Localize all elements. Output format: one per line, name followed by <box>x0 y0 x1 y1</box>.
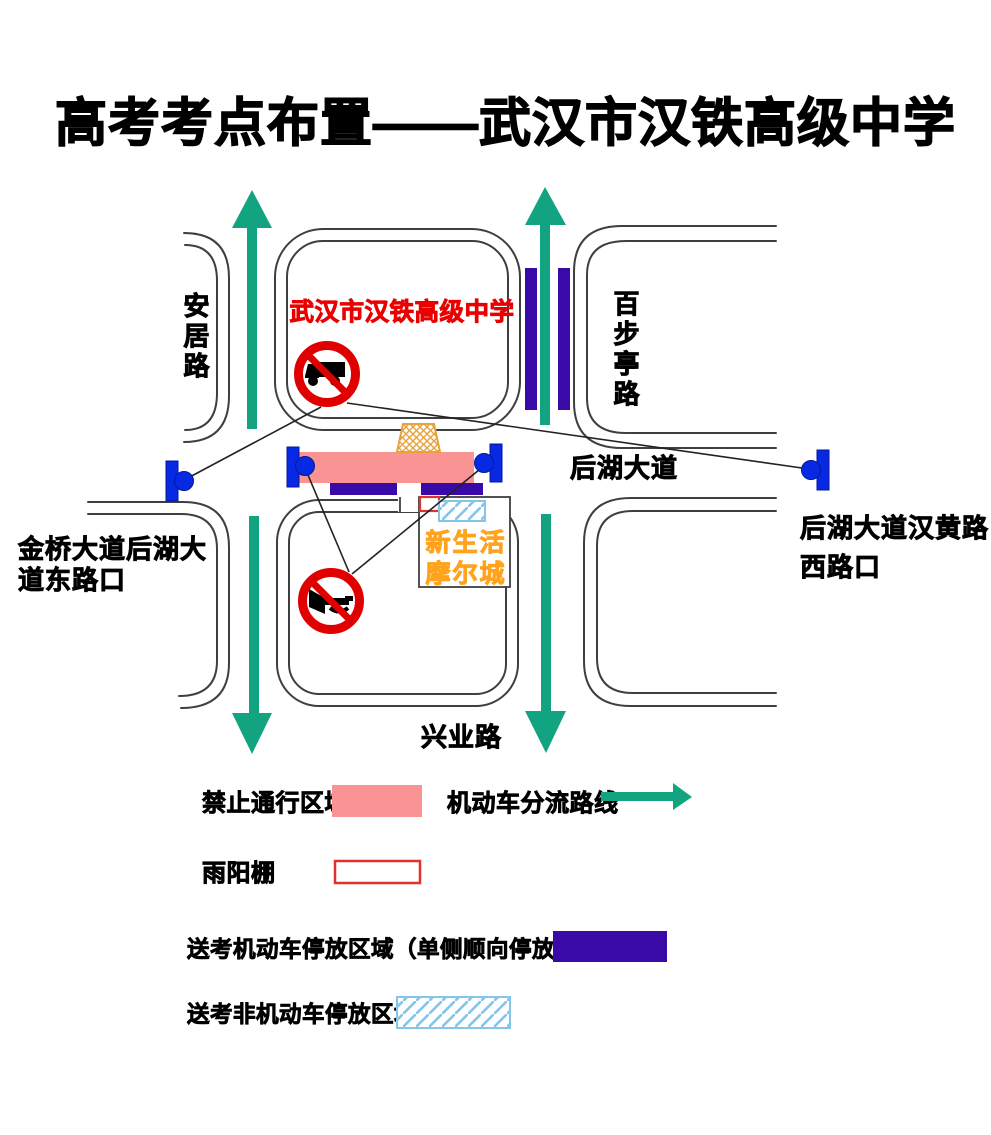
barrier-outer-east-icon <box>801 449 830 491</box>
legend-diversion-label: 机动车分流路线 <box>447 789 619 817</box>
mall-entrance-gap <box>398 497 419 512</box>
block-bottomleft-outer <box>87 501 230 709</box>
no-trucks-sign-icon <box>294 341 360 407</box>
block-bottomleft-inner <box>87 513 218 697</box>
legend-canopy-swatch <box>333 859 422 885</box>
block-topleft-inner <box>184 244 218 431</box>
no-horn-sign-icon <box>298 568 364 634</box>
no-pass-zone <box>298 452 474 483</box>
page-title: 高考考点布置——武汉市汉铁高级中学 <box>55 95 956 153</box>
diversion-arrow-down-left-icon <box>232 516 272 754</box>
block-topright-inner <box>586 240 777 434</box>
motor-parking-zones <box>330 268 570 495</box>
diversion-arrow-up-left-icon <box>232 190 272 429</box>
legend-motor-parking-swatch <box>553 931 667 962</box>
school-gate-canopy-icon <box>395 423 442 453</box>
mall-label-line1: 新生活 <box>425 528 506 557</box>
road-label-houhu: 后湖大道 <box>570 453 678 483</box>
parking-bar-vertical-east <box>558 268 570 410</box>
mall-block: 新生活 摩尔城 <box>398 496 511 588</box>
school-label: 武汉市汉铁高级中学 <box>290 297 515 326</box>
road-label-baibuting: 百步亭路 <box>610 290 640 410</box>
legend-nonmotor-parking-label: 送考非机动车停放区域 <box>187 1001 417 1027</box>
legend: 禁止通行区域 机动车分流路线 雨阳棚 送考机动车停放区域（单侧顺向停放） 送考非… <box>187 783 692 1029</box>
nonmotor-parking-site <box>438 500 486 522</box>
block-school-inner <box>286 240 509 419</box>
parking-bar-horizontal-west <box>330 483 397 495</box>
corner-east-label-line2: 道东路口 <box>18 565 126 595</box>
legend-canopy-label: 雨阳棚 <box>202 859 276 887</box>
road-label-xingye: 兴业路 <box>421 722 502 752</box>
corner-west-label-line2: 西路口 <box>800 552 881 582</box>
block-topright-outer <box>573 225 777 449</box>
barrier-outer-west-icon <box>165 460 194 502</box>
barrier-inner-east-icon <box>474 443 503 483</box>
diversion-arrow-up-right-icon <box>525 187 566 425</box>
legend-diversion-arrow-icon <box>601 783 692 810</box>
block-bottomright-outer <box>583 497 777 707</box>
block-bottomright-inner <box>596 510 777 694</box>
block-topleft-outer <box>183 232 230 443</box>
legend-nonmotor-parking-swatch <box>396 996 511 1029</box>
corner-west-label-line1: 后湖大道汉黄路 <box>800 513 989 543</box>
road-label-anju: 安居路 <box>180 292 210 382</box>
block-bottomcenter-inner <box>288 511 507 695</box>
diversion-arrows <box>232 187 566 754</box>
legend-motor-parking-label: 送考机动车停放区域（单侧顺向停放） <box>187 936 578 962</box>
parking-bar-vertical-west <box>525 268 537 410</box>
canopy-site-marker <box>418 495 441 513</box>
barrier-inner-west-icon <box>286 446 315 488</box>
corner-east-label-line1: 金桥大道后湖大 <box>17 534 207 564</box>
legend-no-pass-swatch <box>332 785 422 817</box>
mall-label-line2: 摩尔城 <box>425 559 506 588</box>
diversion-arrow-down-right-icon <box>525 514 566 753</box>
parking-bar-horizontal-east <box>421 483 483 495</box>
legend-no-pass-label: 禁止通行区域 <box>202 789 349 817</box>
sign-connector-lines <box>185 402 810 575</box>
